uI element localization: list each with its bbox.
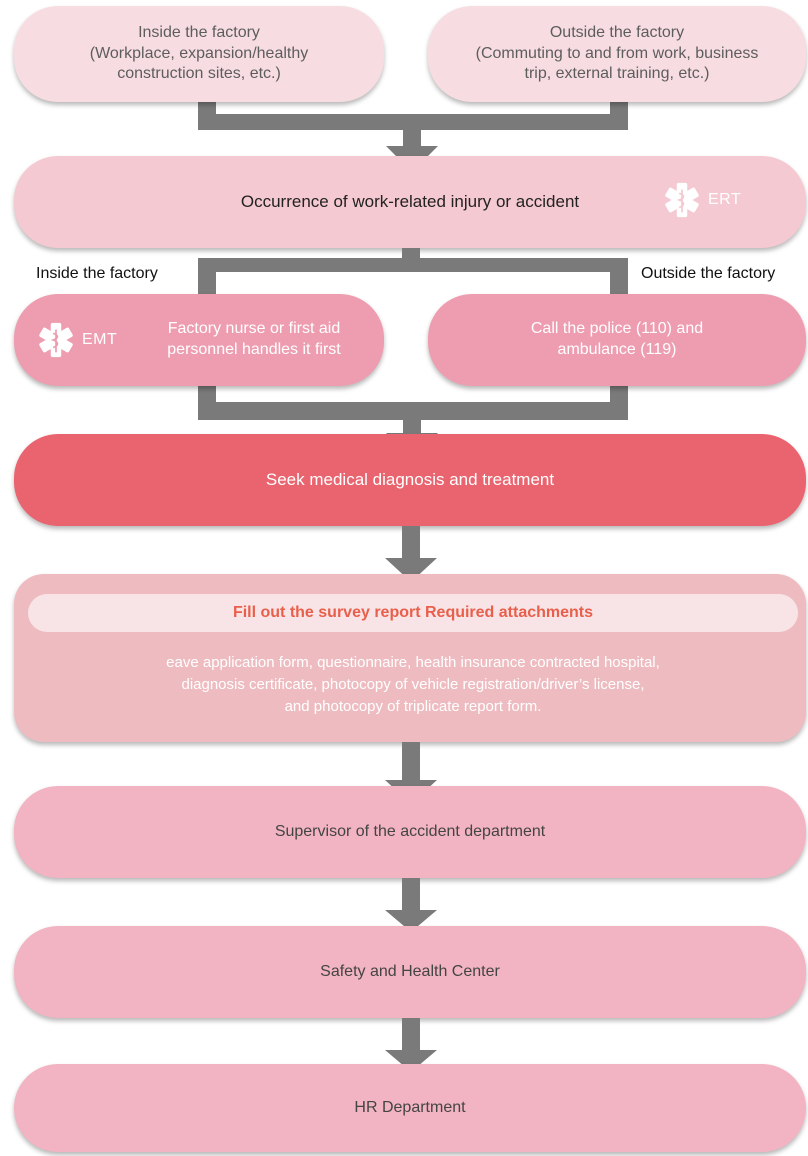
- inside-factory-box: Inside the factory (Workplace, expansion…: [14, 6, 384, 102]
- seek-treatment-text: Seek medical diagnosis and treatment: [265, 469, 555, 489]
- emt-badge: EMT: [36, 294, 117, 386]
- down-arrow: [385, 548, 437, 582]
- connector-line: [198, 258, 628, 272]
- outside-factory-detail: trip, external training, etc.): [524, 65, 710, 83]
- attachment-line: eave application form, questionnaire, he…: [166, 654, 660, 671]
- inside-factory-detail: (Workplace, expansion/healthy: [89, 44, 309, 62]
- required-attachments-text: eave application form, questionnaire, he…: [34, 652, 792, 717]
- down-arrow: [386, 128, 438, 172]
- outside-factory-detail: (Commuting to and from work, business: [475, 44, 759, 62]
- ert-badge: ERT: [662, 181, 741, 219]
- attachment-line: diagnosis certificate, photocopy of vehi…: [181, 675, 645, 693]
- outside-factory-box: Outside the factory (Commuting to and fr…: [428, 6, 806, 102]
- inside-factory-detail: construction sites, etc.): [117, 65, 281, 83]
- emt-label: EMT: [82, 330, 118, 348]
- supervisor-text: Supervisor of the accident department: [274, 822, 546, 840]
- outside-factory-title: Outside the factory: [549, 23, 685, 41]
- star-of-life-icon: [39, 322, 73, 358]
- inside-factory-title: Inside the factory: [138, 23, 260, 41]
- first-aid-box: EMT Factory nurse or first aid personnel…: [14, 294, 384, 386]
- connector-line: [402, 742, 420, 776]
- occurrence-text: Occurrence of work-related injury or acc…: [240, 191, 580, 211]
- hr-department-text: HR Department: [354, 1098, 466, 1116]
- branch-label-outside: Outside the factory: [641, 265, 776, 282]
- branch-label-inside: Inside the factory: [36, 265, 158, 282]
- first-aid-text: personnel handles it first: [167, 341, 341, 358]
- safety-center-box: Safety and Health Center: [14, 926, 806, 1018]
- call-police-text: ambulance (119): [557, 341, 677, 358]
- supervisor-box: Supervisor of the accident department: [14, 786, 806, 878]
- first-aid-text: Factory nurse or first aid: [167, 320, 341, 338]
- seek-treatment-box: Seek medical diagnosis and treatment: [14, 434, 806, 526]
- connector-line: [198, 114, 628, 130]
- hr-department-box: HR Department: [14, 1064, 806, 1152]
- survey-report-title: Fill out the survey report Required atta…: [28, 594, 798, 632]
- connector-line: [198, 402, 628, 420]
- connector-line: [402, 1018, 420, 1046]
- connector-line: [198, 258, 216, 298]
- star-of-life-icon: [665, 182, 699, 218]
- safety-center-text: Safety and Health Center: [320, 962, 500, 980]
- down-arrow: [385, 1040, 437, 1072]
- down-arrow: [385, 900, 437, 932]
- survey-report-box: Fill out the survey report Required atta…: [14, 574, 806, 742]
- ert-label: ERT: [708, 191, 742, 208]
- call-police-box: Call the police (110) and ambulance (119…: [428, 294, 806, 386]
- attachment-line: and photocopy of triplicate report form.: [284, 697, 542, 715]
- connector-line: [610, 258, 628, 298]
- connector-line: [402, 526, 420, 554]
- call-police-text: Call the police (110) and: [530, 320, 704, 338]
